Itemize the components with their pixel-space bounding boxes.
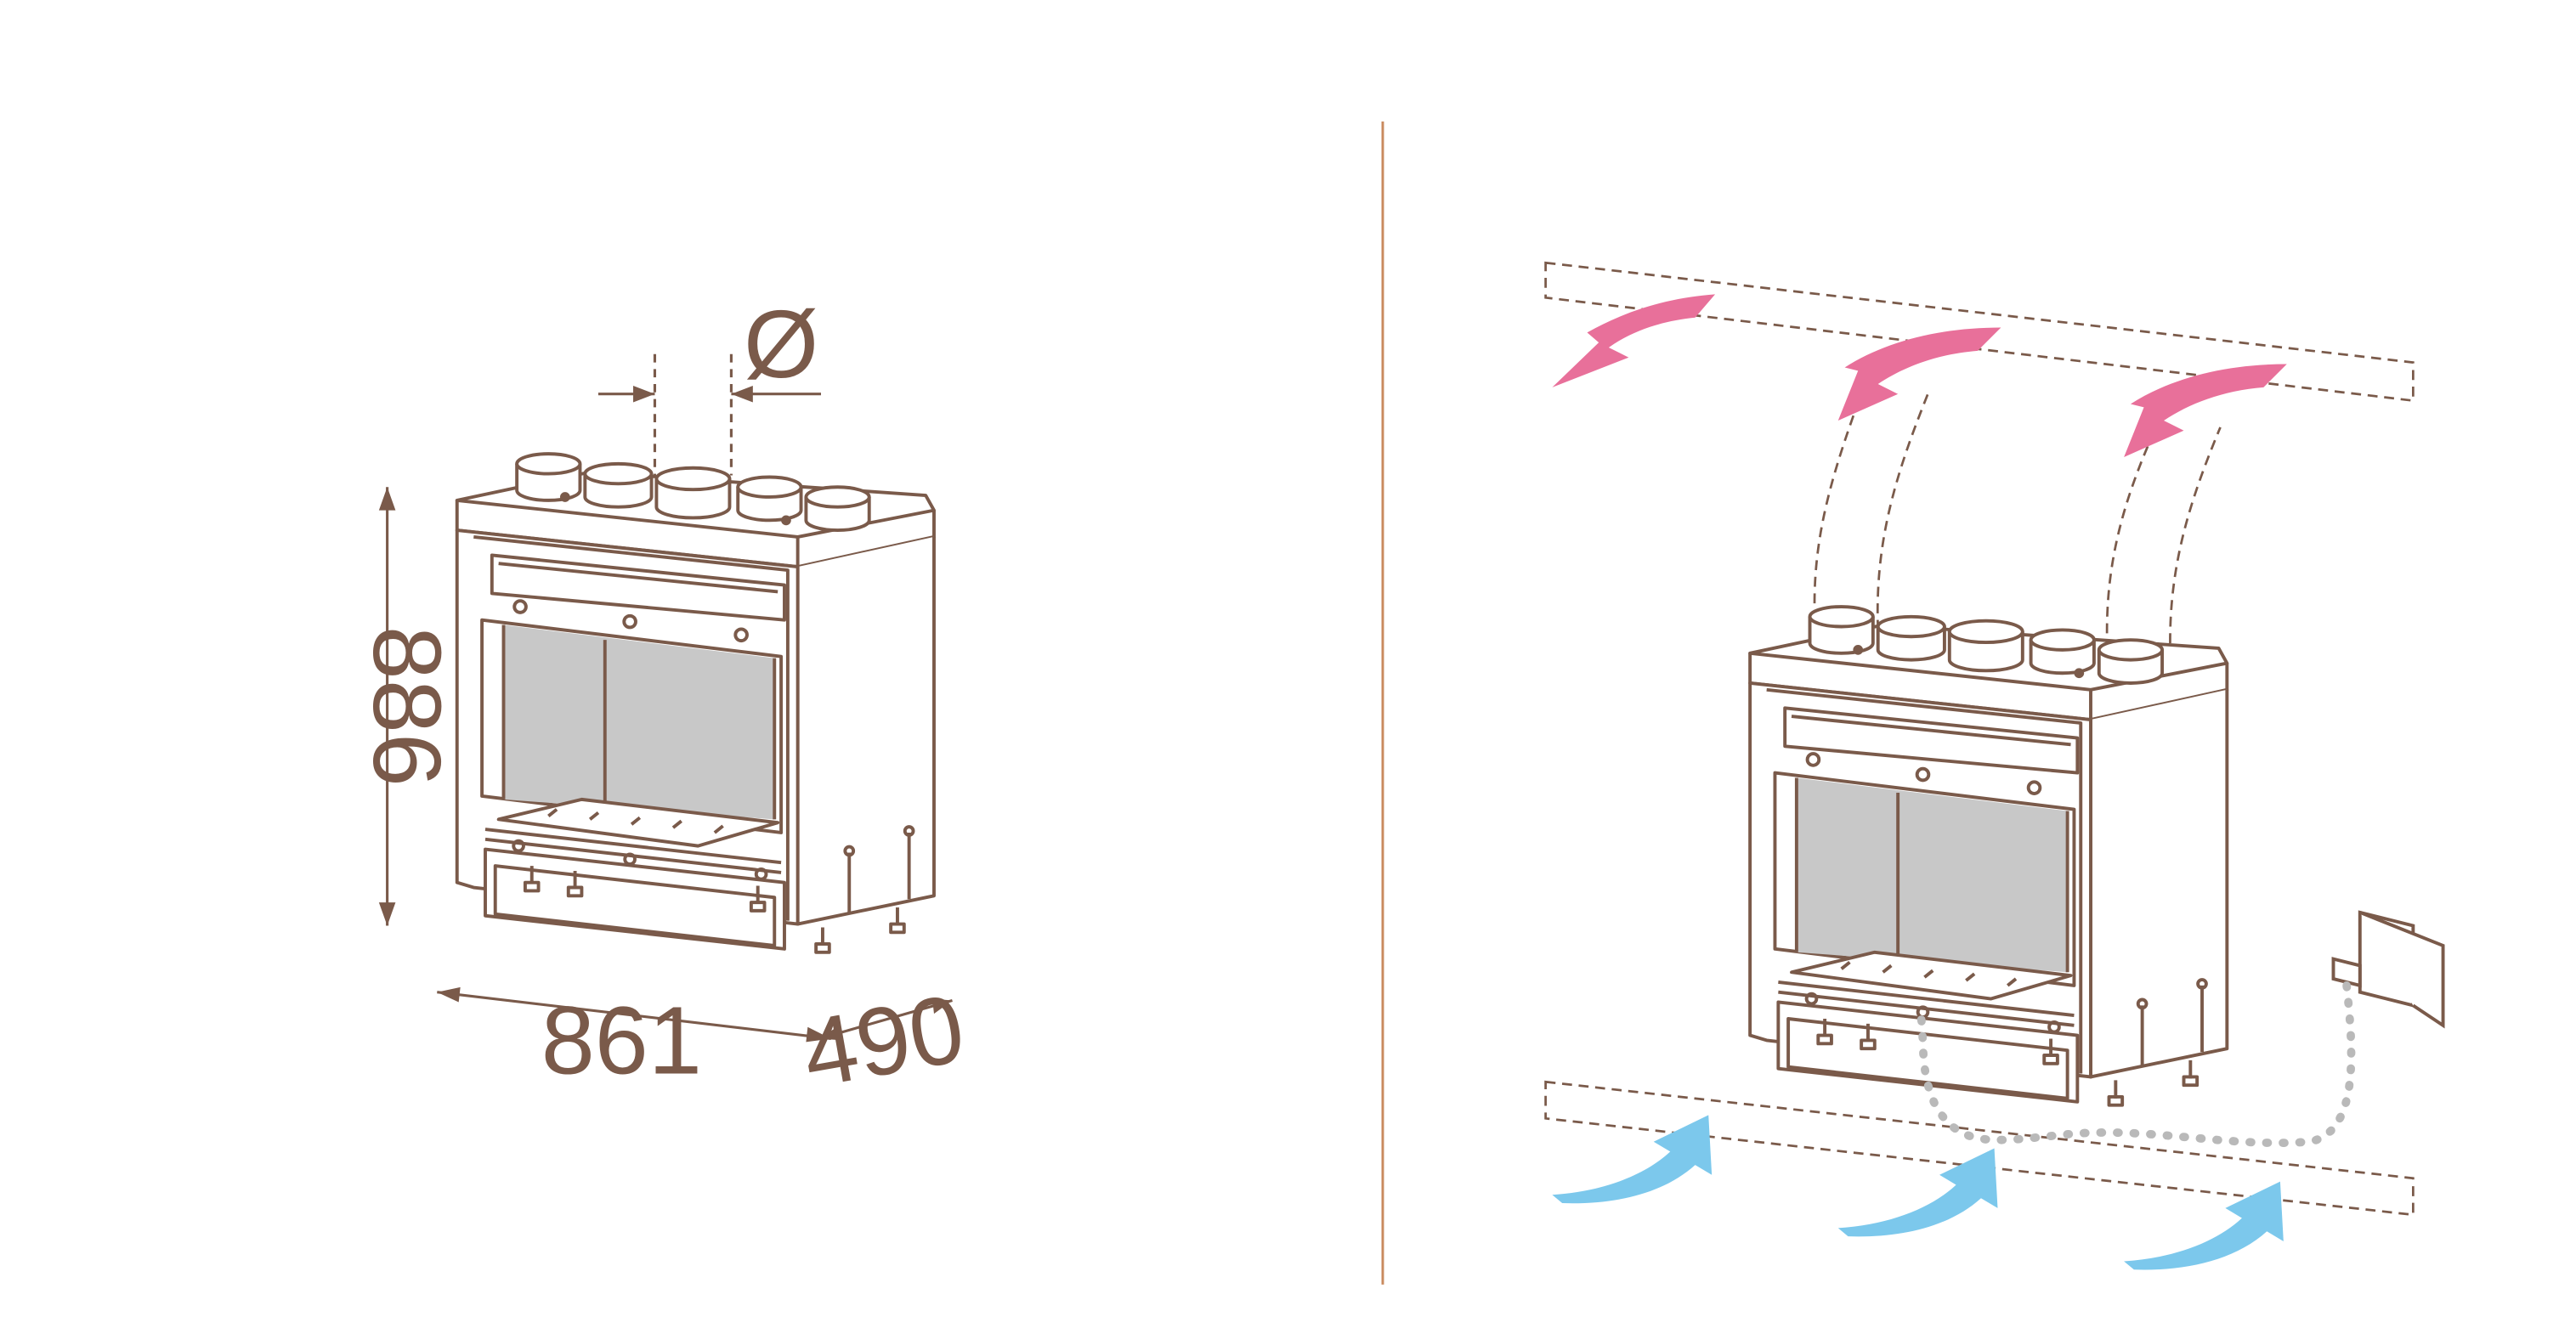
height-dimension bbox=[378, 487, 396, 926]
outdoor-air-intake bbox=[2331, 910, 2445, 1029]
cold-air-arrows bbox=[1552, 1115, 2284, 1270]
diameter-dimension bbox=[597, 353, 822, 476]
lower-air-duct bbox=[1544, 1080, 2415, 1217]
depth-label: 490 bbox=[795, 975, 971, 1109]
hot-air-arrows bbox=[1552, 294, 2287, 458]
fireplace-unit-installed bbox=[1748, 605, 2229, 1107]
hot-air-ducts bbox=[1813, 383, 2222, 660]
hot-air-arrow-icon bbox=[2124, 364, 2287, 458]
hot-air-arrow-icon bbox=[1837, 327, 2001, 421]
cold-air-arrow-icon bbox=[1552, 1115, 1713, 1204]
cold-air-arrow-icon bbox=[2124, 1181, 2284, 1270]
upper-air-duct bbox=[1544, 261, 2415, 403]
hot-air-arrow-icon bbox=[1552, 294, 1716, 387]
width-label: 861 bbox=[541, 987, 702, 1095]
height-label: 886 bbox=[353, 626, 461, 787]
diameter-symbol: Ø bbox=[744, 291, 818, 398]
fireplace-unit-dimensioned bbox=[455, 452, 936, 954]
intake-duct bbox=[1916, 980, 2356, 1147]
depth-dimension bbox=[818, 998, 953, 1041]
cold-air-arrow-icon bbox=[1837, 1148, 1998, 1237]
